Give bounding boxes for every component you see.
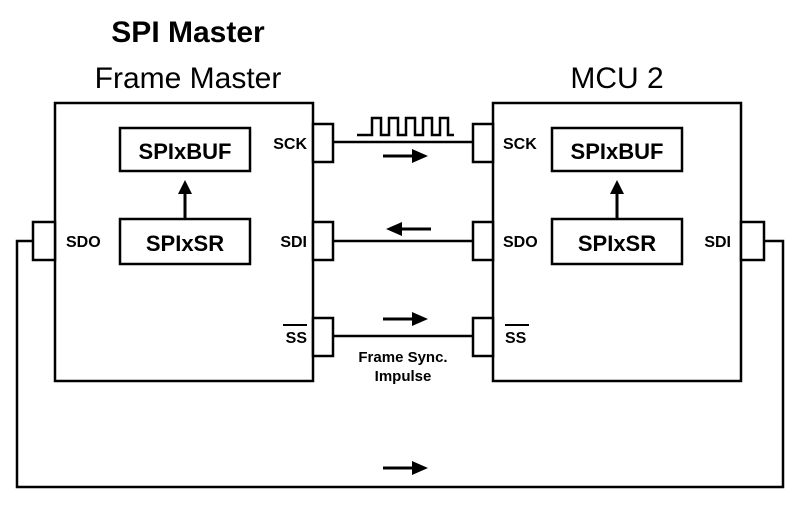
right-ss-pin xyxy=(471,316,495,358)
right-sck-label: SCK xyxy=(503,136,537,153)
right-ss-label: SS xyxy=(505,330,527,347)
left-spixbuf-label: SPIxBUF xyxy=(139,139,232,164)
left-sdi-label: SDI xyxy=(280,234,307,251)
right-internal-arrow-head xyxy=(610,180,624,194)
left-internal-arrow-head xyxy=(178,180,192,194)
right-device-label: MCU 2 xyxy=(570,62,663,95)
right-spixsr-label: SPIxSR xyxy=(578,231,656,256)
sck-direction-arrow-head xyxy=(412,149,428,163)
sdo-direction-arrow-head xyxy=(386,222,402,236)
right-sdi-pin xyxy=(739,220,766,262)
left-sck-label: SCK xyxy=(273,136,307,153)
loop-wire xyxy=(15,239,785,489)
left-ss-label: SS xyxy=(286,330,308,347)
right-spixsr-box xyxy=(550,217,684,266)
diagram-title: SPI Master xyxy=(111,16,265,49)
left-sdi-pin xyxy=(311,220,335,262)
frame-sync-label-line2: Impulse xyxy=(375,368,432,385)
left-sdo-label: SDO xyxy=(66,234,101,251)
clock-waveform xyxy=(357,116,454,137)
left-device-label: Frame Master xyxy=(95,62,282,95)
frame-sync-label-line1: Frame Sync. xyxy=(358,349,447,366)
right-sdo-label: SDO xyxy=(503,234,538,251)
loop-direction-arrow-head xyxy=(412,461,428,475)
left-sck-pin xyxy=(311,122,335,164)
left-spixsr-label: SPIxSR xyxy=(146,231,224,256)
right-sdi-label: SDI xyxy=(704,234,731,251)
right-spixbuf-box xyxy=(550,126,684,173)
left-ss-pin xyxy=(311,316,335,358)
right-spixbuf-label: SPIxBUF xyxy=(571,139,664,164)
left-sdo-pin xyxy=(31,220,57,262)
right-sck-pin xyxy=(471,122,495,164)
ss-direction-arrow-head xyxy=(412,312,428,326)
right-sdo-pin xyxy=(471,220,495,262)
left-spixbuf-box xyxy=(118,126,252,173)
